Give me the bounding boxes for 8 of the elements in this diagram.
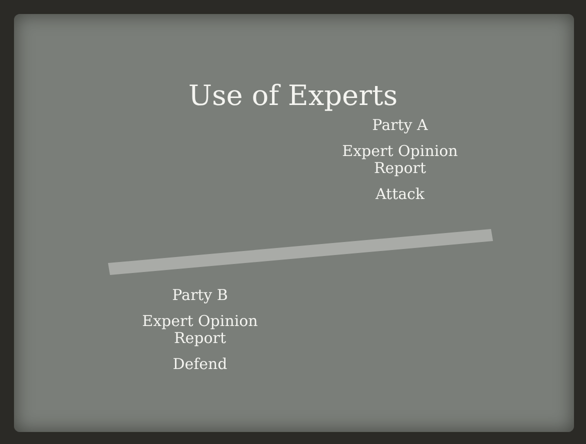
party-text: Expert Opinion Report xyxy=(141,313,259,347)
party-text: Party A xyxy=(372,117,428,134)
seesaw-plank xyxy=(108,229,493,275)
party-text: Defend xyxy=(172,356,228,373)
party-text: Attack xyxy=(375,186,425,203)
party-text: Expert Opinion Report xyxy=(341,143,459,177)
slide-title: Use of Experts xyxy=(187,78,399,114)
party-text: Party B xyxy=(172,287,228,304)
